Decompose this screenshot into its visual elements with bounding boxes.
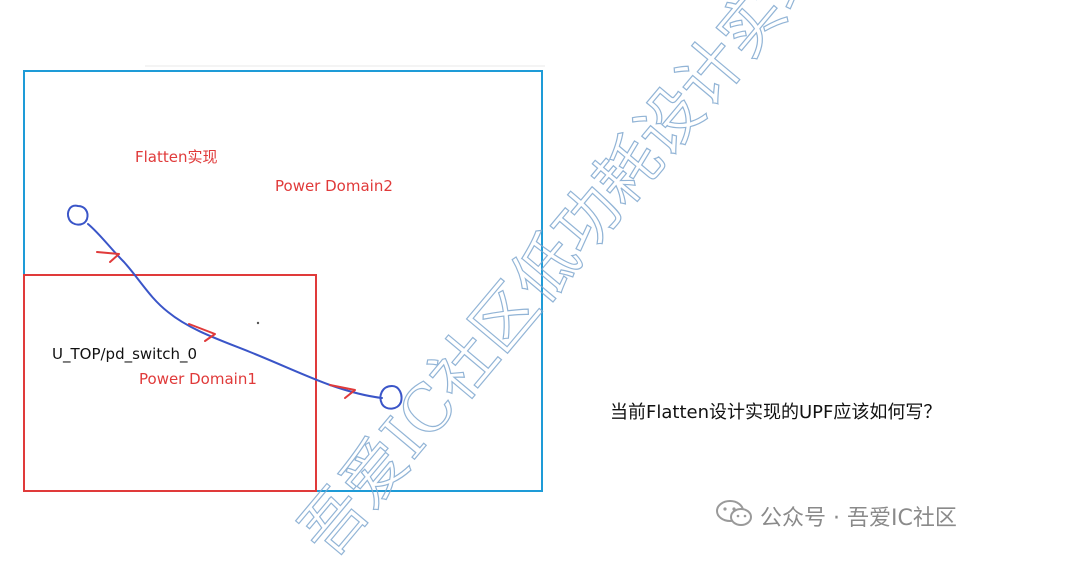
power-domain2-label: Power Domain2: [275, 177, 393, 195]
arrow-3: [329, 384, 356, 399]
wechat-icon: [714, 497, 754, 535]
power-domain1-box: [23, 274, 317, 492]
stray-dot: [256, 321, 260, 325]
start-node: [67, 204, 89, 226]
power-domain2-box: [23, 70, 543, 492]
arrow-1: [96, 251, 120, 263]
footer-brand: 公众号 · 吾爱IC社区: [714, 497, 957, 535]
end-node: [379, 384, 403, 410]
diagram-title: Flatten实现: [135, 148, 218, 166]
watermark: 吾爱IC社区低功耗设计实现: [286, 0, 843, 557]
power-domain1-label: Power Domain1: [139, 370, 257, 388]
question-text: 当前Flatten设计实现的UPF应该如何写？: [610, 402, 942, 423]
footer-brand-text: 公众号 · 吾爱IC社区: [760, 506, 957, 531]
arrow-2: [188, 323, 216, 342]
instance-label: U_TOP/pd_switch_0: [52, 345, 198, 363]
